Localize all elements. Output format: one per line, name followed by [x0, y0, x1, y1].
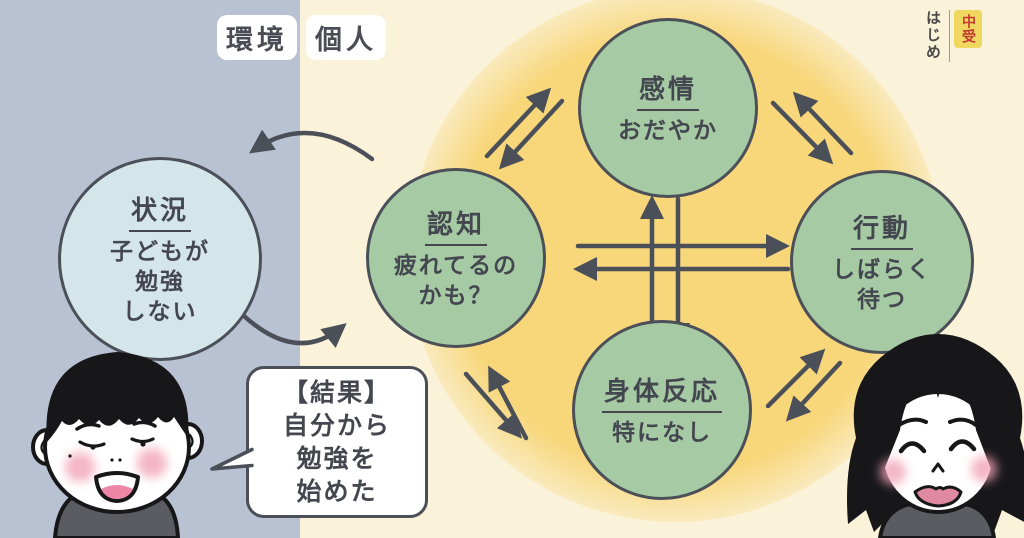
- node-cognition: 認知 疲れてるの かも？: [366, 168, 546, 348]
- site-logo: はじめ 中受: [923, 10, 982, 62]
- node-emotion: 感情 おだやか: [578, 18, 758, 198]
- node-situation-title: 状況: [128, 190, 191, 233]
- node-cognition-body: 疲れてるの かも？: [393, 253, 519, 309]
- result-speech-bubble: 【結果】 自分から 勉強を 始めた: [246, 366, 428, 518]
- node-action: 行動 しばらく 待つ: [790, 170, 974, 354]
- node-physical-body: 特になし: [612, 420, 712, 447]
- node-cognition-title: 認知: [424, 204, 487, 247]
- logo-hajime-text: はじめ: [923, 10, 950, 62]
- logo-chuju-stamp: 中受: [954, 10, 982, 48]
- node-emotion-body: おだやか: [618, 118, 718, 145]
- node-action-title: 行動: [850, 208, 913, 251]
- node-emotion-title: 感情: [636, 69, 699, 112]
- node-situation: 状況 子どもが 勉強 しない: [58, 157, 262, 361]
- node-situation-body: 子どもが 勉強 しない: [110, 239, 210, 325]
- node-action-body: しばらく 待つ: [832, 257, 932, 313]
- node-physical-reaction: 身体反応 特になし: [572, 320, 752, 500]
- node-physical-title: 身体反応: [601, 371, 722, 414]
- personal-zone-label: 個人: [306, 15, 386, 60]
- environment-zone-label: 環境: [217, 15, 297, 60]
